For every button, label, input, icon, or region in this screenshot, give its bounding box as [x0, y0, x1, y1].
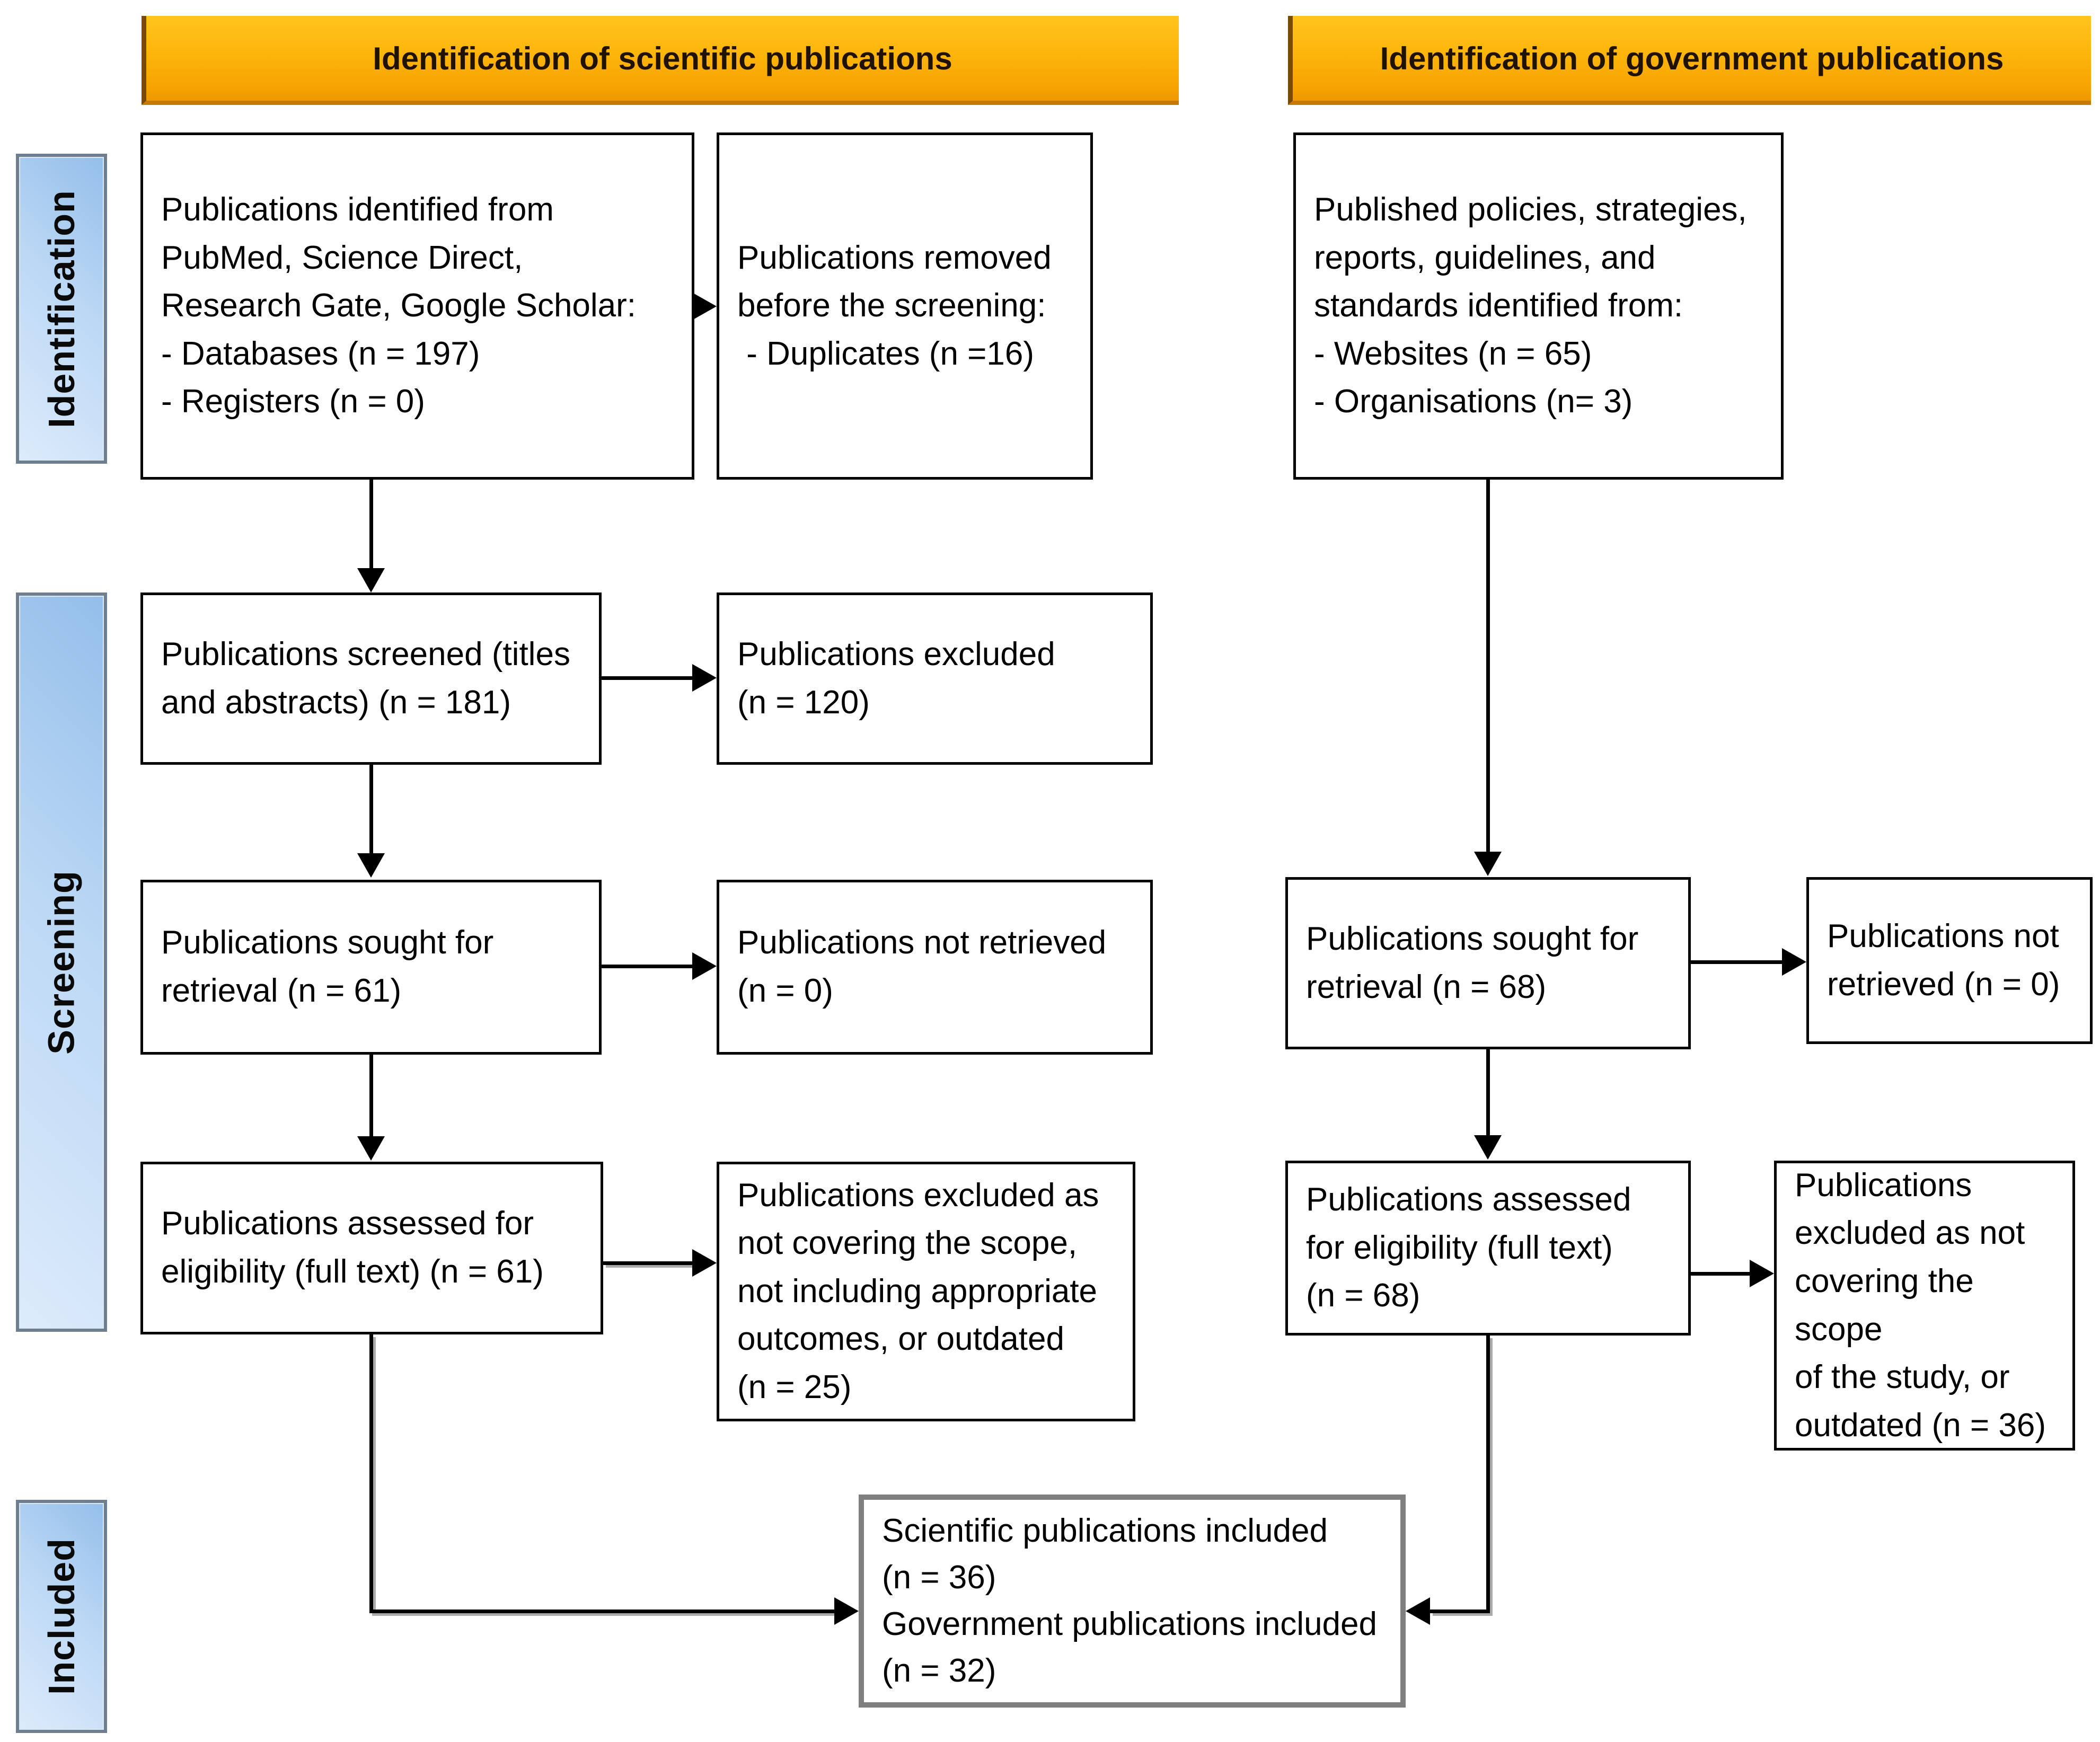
box-sci-screened: Publications screened (titles and abstra… — [140, 593, 602, 765]
arrow-sci-to-included-vline — [369, 1334, 373, 1613]
box-sci-assessed-eligibility: Publications assessed for eligibility (f… — [140, 1162, 603, 1334]
box-sci-removed-before-screening: Publications removed before the screenin… — [717, 132, 1093, 480]
arrowhead-sci-screened-to-excluded — [692, 664, 717, 692]
box-gov-identified-text: Published policies, strategies, reports,… — [1314, 191, 1747, 420]
arrow-gov-identified-down-line — [1486, 480, 1490, 853]
box-gov-sought-text: Publications sought for retrieval (n = 6… — [1306, 920, 1639, 1005]
box-gov-excluded-eligibility: Publications excluded as not covering th… — [1774, 1161, 2075, 1451]
arrowhead-sci-to-screened — [357, 568, 385, 593]
arrow-gov-sought-down-line — [1486, 1049, 1490, 1136]
box-sci-assessed-text: Publications assessed for eligibility (f… — [161, 1205, 544, 1290]
box-sci-removed-text: Publications removed before the screenin… — [737, 239, 1052, 372]
arrow-gov-to-included-vline — [1486, 1336, 1490, 1613]
box-sci-excluded-eligibility-text: Publications excluded as not covering th… — [737, 1177, 1099, 1405]
box-gov-excluded-eligibility-text: Publications excluded as not covering th… — [1795, 1166, 2046, 1444]
banner-government-label: Identification of government publication… — [1380, 40, 2004, 76]
arrow-sci-screened-to-excluded-line — [602, 676, 692, 680]
arrow-gov-sought-to-notretrieved-line — [1691, 960, 1782, 964]
arrow-gov-to-included-hline — [1430, 1610, 1490, 1613]
stage-identification: Identification — [16, 154, 107, 464]
box-sci-identified: Publications identified from PubMed, Sci… — [140, 132, 694, 480]
box-gov-assessed-text: Publications assessed for eligibility (f… — [1306, 1181, 1631, 1314]
box-sci-not-retrieved-text: Publications not retrieved (n = 0) — [737, 924, 1107, 1009]
arrow-sci-sought-to-notretrieved-line — [602, 965, 692, 968]
arrowhead-sci-identified-to-removed — [692, 293, 717, 320]
arrowhead-sci-to-included — [834, 1597, 859, 1625]
box-gov-sought-retrieval: Publications sought for retrieval (n = 6… — [1285, 877, 1691, 1049]
box-sci-excluded-eligibility: Publications excluded as not covering th… — [717, 1162, 1135, 1421]
box-gov-identified: Published policies, strategies, reports,… — [1293, 132, 1784, 480]
box-sci-sought-text: Publications sought for retrieval (n = 6… — [161, 924, 494, 1009]
arrow-sci-identified-down-line — [369, 480, 373, 570]
arrowhead-gov-to-sought — [1474, 852, 1502, 876]
arrowhead-sci-sought-to-notretrieved — [692, 952, 717, 980]
stage-screening: Screening — [16, 593, 107, 1332]
box-sci-not-retrieved: Publications not retrieved (n = 0) — [717, 880, 1153, 1055]
banner-scientific-publications: Identification of scientific publication… — [142, 16, 1179, 105]
stage-included: Included — [16, 1500, 107, 1733]
arrowhead-sci-assessed-to-excluded — [692, 1249, 717, 1277]
arrowhead-gov-assessed-to-excluded — [1750, 1260, 1774, 1287]
stage-identification-label: Identification — [41, 189, 82, 428]
arrowhead-gov-to-assessed — [1474, 1135, 1502, 1160]
box-gov-not-retrieved: Publications not retrieved (n = 0) — [1806, 877, 2093, 1044]
arrow-sci-assessed-to-excluded-line — [603, 1261, 692, 1265]
stage-included-label: Included — [41, 1538, 83, 1695]
box-sci-identified-text: Publications identified from PubMed, Sci… — [161, 191, 637, 420]
box-sci-excluded-screening-text: Publications excluded (n = 120) — [737, 635, 1055, 721]
arrow-sci-to-included-hline — [369, 1610, 835, 1613]
box-included-summary: Scientific publications included (n = 36… — [859, 1495, 1406, 1708]
arrowhead-gov-sought-to-notretrieved — [1782, 948, 1806, 976]
box-sci-sought-retrieval: Publications sought for retrieval (n = 6… — [140, 880, 602, 1055]
arrow-sci-screened-down-line — [369, 765, 373, 855]
arrowhead-gov-to-included — [1406, 1597, 1430, 1625]
arrowhead-sci-to-sought — [357, 853, 385, 878]
box-sci-screened-text: Publications screened (titles and abstra… — [161, 635, 570, 721]
banner-government-publications: Identification of government publication… — [1288, 16, 2091, 105]
box-included-summary-text: Scientific publications included (n = 36… — [882, 1512, 1377, 1690]
banner-scientific-label: Identification of scientific publication… — [373, 40, 952, 76]
box-sci-excluded-screening: Publications excluded (n = 120) — [717, 593, 1153, 765]
box-gov-not-retrieved-text: Publications not retrieved (n = 0) — [1827, 917, 2060, 1003]
stage-screening-label: Screening — [41, 870, 83, 1055]
arrow-gov-assessed-to-excluded-line — [1691, 1272, 1750, 1276]
box-gov-assessed-eligibility: Publications assessed for eligibility (f… — [1285, 1161, 1691, 1336]
arrow-sci-sought-down-line — [369, 1055, 373, 1137]
arrowhead-sci-to-assessed — [357, 1136, 385, 1161]
